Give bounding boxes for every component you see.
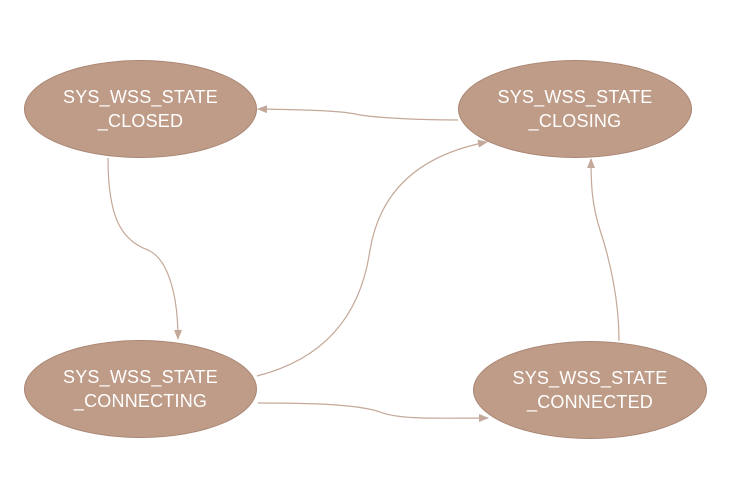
arrow-connecting-to-connected [257,402,489,423]
state-label-line2: _CONNECTED [526,392,653,412]
state-label-line1: SYS_WSS_STATE [512,368,668,388]
state-label-line2: _CONNECTING [73,391,208,411]
state-node-closed[interactable]: SYS_WSS_STATE _CLOSED [24,60,257,158]
state-node-closing[interactable]: SYS_WSS_STATE _CLOSING [458,60,692,158]
arrow-closed-to-connecting [107,157,182,340]
arrow-connecting-to-closing [256,139,488,377]
arrow-closing-to-closed [257,105,459,121]
state-label-line1: SYS_WSS_STATE [497,87,653,107]
state-label-line1: SYS_WSS_STATE [63,87,218,107]
state-node-connecting[interactable]: SYS_WSS_STATE _CONNECTING [24,340,257,438]
state-node-connected[interactable]: SYS_WSS_STATE _CONNECTED [473,341,707,439]
state-label-line2: _CLOSING [528,111,622,131]
arrow-connected-to-closing [587,158,620,342]
state-label-line1: SYS_WSS_STATE [63,367,218,387]
state-label-line2: _CLOSED [97,111,184,131]
